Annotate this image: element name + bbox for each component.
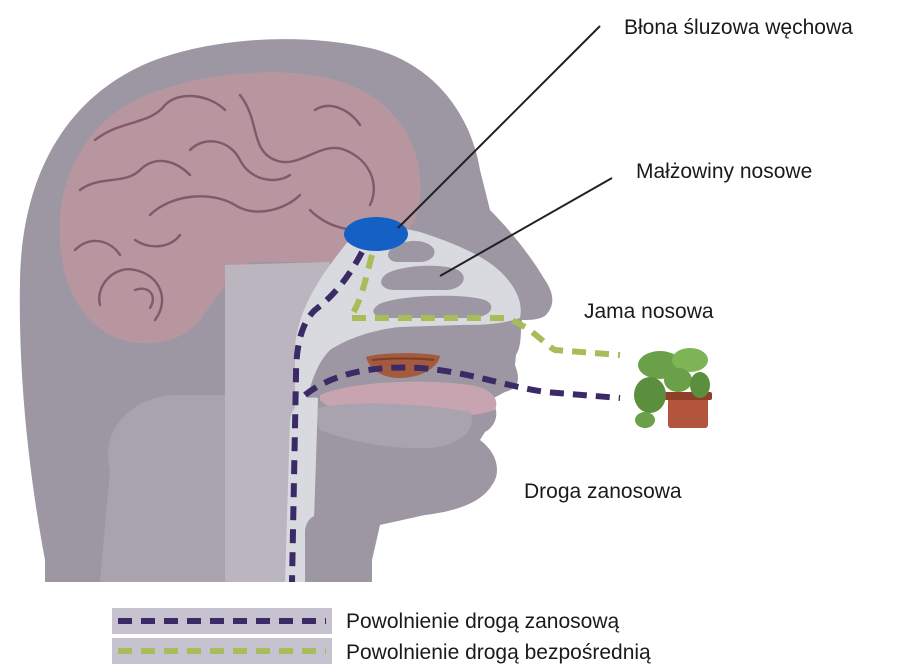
label-nasal-conchae: Małżowiny nosowe — [636, 160, 812, 183]
label-retronasal-route: Droga zanosowa — [524, 480, 682, 503]
olfactory-mucosa-spot — [344, 217, 408, 251]
plant-icon — [634, 348, 712, 428]
legend-label-orthonasal: Powolnienie drogą bezpośrednią — [346, 641, 651, 664]
legend: Powolnienie drogą zanosową Powolnienie d… — [112, 608, 651, 664]
label-nasal-cavity: Jama nosowa — [584, 300, 714, 323]
label-olfactory-mucosa: Błona śluzowa węchowa — [624, 16, 853, 39]
epiglottis — [305, 515, 328, 582]
legend-label-retronasal: Powolnienie drogą zanosową — [346, 610, 620, 633]
neck-lighter — [100, 395, 225, 582]
